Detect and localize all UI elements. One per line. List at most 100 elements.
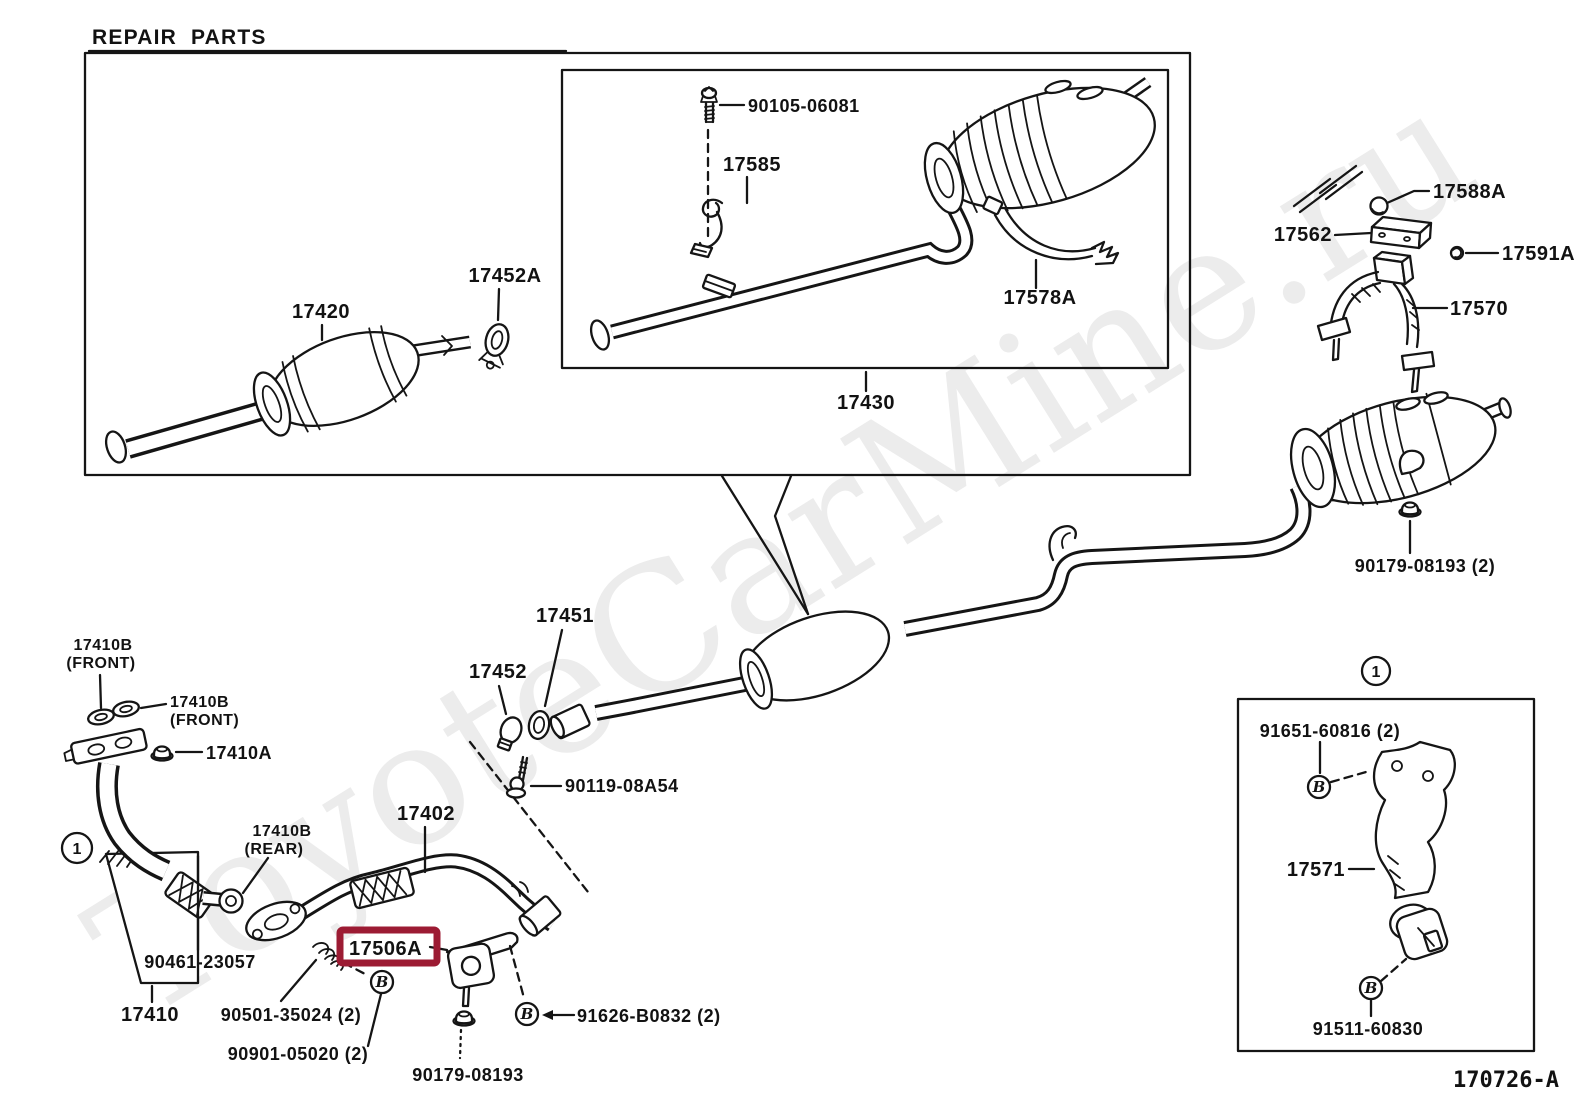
main-pipe-drawing: [594, 482, 1312, 721]
part-label-17410B[interactable]: 17410B: [252, 823, 311, 840]
part-label-90461-23057[interactable]: 90461-23057: [144, 952, 256, 972]
bolt-91626-callout[interactable]: 91626-B0832 (2): [542, 1006, 721, 1026]
bracket-17571-callout[interactable]: 17571: [1287, 859, 1376, 881]
part-label-90105-06081[interactable]: 90105-06081: [748, 96, 860, 116]
ref-symbol-b: B: [1312, 778, 1326, 796]
bracket-17570-callout[interactable]: 17570: [1411, 298, 1508, 320]
rear-muffler-nut-drawing: [1398, 501, 1422, 518]
part-label-17410A[interactable]: 17410A: [206, 743, 272, 763]
detail-box: [1236, 697, 1536, 1053]
tail-assembly-callout[interactable]: 17430: [837, 370, 895, 414]
part-label-17562[interactable]: 17562: [1274, 224, 1332, 246]
part-label-17506A[interactable]: 17506A: [349, 938, 422, 960]
part-label-17410[interactable]: 17410: [121, 1004, 179, 1026]
part-label-rear[interactable]: (REAR): [245, 841, 304, 858]
insulator-91511-callout[interactable]: 91511-60830: [1313, 998, 1424, 1039]
part-label-front[interactable]: (FRONT): [170, 712, 239, 729]
circled-b-1: B: [369, 969, 395, 995]
center-muffler-callout[interactable]: 17420: [292, 301, 350, 342]
nut-17410A-callout[interactable]: 17410A: [174, 743, 272, 763]
ref-symbol-b: B: [375, 973, 389, 991]
clip-17591A-callout[interactable]: 17591A: [1464, 243, 1575, 265]
part-label-91511-60830[interactable]: 91511-60830: [1313, 1019, 1424, 1039]
part-label-17451[interactable]: 17451: [536, 605, 594, 627]
part-label-17588A[interactable]: 17588A: [1433, 181, 1506, 203]
gasket-90461-callout[interactable]: 90461-23057: [144, 854, 256, 972]
front-pipe-17410-drawing: [63, 700, 244, 985]
circled-b-2: B: [514, 1001, 540, 1027]
resonator-drawing: [738, 610, 891, 710]
ref-symbol-1: 1: [73, 841, 82, 858]
b4-dashed: [1379, 957, 1408, 983]
bolt-90119-callout[interactable]: 90119-08A54: [529, 776, 679, 796]
part-label-17585[interactable]: 17585: [723, 154, 781, 176]
gasket-front-2-callout[interactable]: 17410B (FRONT): [139, 694, 239, 729]
part-label-17430[interactable]: 17430: [837, 392, 895, 414]
part-label-17452[interactable]: 17452: [469, 661, 527, 683]
part-label-17571[interactable]: 17571: [1287, 859, 1345, 881]
part-label-17591A[interactable]: 17591A: [1502, 243, 1575, 265]
stub-rod-drawing: [1292, 164, 1364, 214]
boxed-tail-muffler-drawing: [589, 77, 1156, 351]
slip-joint-drawing: [496, 703, 591, 752]
circled-b-4: B: [1358, 975, 1384, 1001]
bracket-nut-drawing: [452, 1010, 476, 1060]
circled-b-3: B: [1306, 774, 1332, 800]
cushion-17562-callout[interactable]: 17562: [1274, 224, 1373, 246]
gasket-rear-callout[interactable]: 17410B (REAR): [241, 823, 312, 895]
part-label-91626-B0832[interactable]: 91626-B0832 (2): [577, 1006, 721, 1026]
part-label-front[interactable]: (FRONT): [66, 655, 135, 672]
part-label-90179-08193[interactable]: 90179-08193: [412, 1065, 524, 1085]
bolt-90105-callout[interactable]: 90105-06081: [718, 96, 860, 116]
part-label-17410B[interactable]: 17410B: [73, 637, 132, 654]
part-label-90901-05020[interactable]: 90901-05020 (2): [228, 1044, 369, 1064]
ref-symbol-1: 1: [1372, 664, 1381, 681]
hanger-hook-17585-drawing: [689, 198, 724, 259]
support-17578A-callout[interactable]: 17578A: [1003, 258, 1076, 309]
gasket-17451-callout[interactable]: 17451: [536, 605, 594, 708]
clamp-17452A-drawing: [478, 323, 510, 370]
circled-1-front: 1: [60, 831, 94, 865]
bolt-90901-callout[interactable]: 90901-05020 (2): [228, 992, 383, 1064]
part-label-17452A[interactable]: 17452A: [468, 265, 541, 287]
spring-90501-drawing: [312, 942, 345, 971]
part-label-90119-08A54[interactable]: 90119-08A54: [565, 776, 679, 796]
diagram-code: 170726-A: [1453, 1068, 1559, 1093]
ref-symbol-b: B: [520, 1005, 534, 1023]
part-label-17402[interactable]: 17402: [397, 803, 455, 825]
circled-1-detail: 1: [1360, 655, 1392, 687]
box-to-pipe-leaders: [720, 474, 810, 616]
rear-nut-callout[interactable]: 90179-08193 (2): [1355, 519, 1496, 576]
highlight-box[interactable]: [336, 926, 441, 967]
grommet-17588A-callout[interactable]: 17588A: [1385, 181, 1506, 205]
gasket-front-1-callout[interactable]: 17410B (FRONT): [66, 637, 135, 710]
highlighted-part-callout[interactable]: 17506A: [336, 926, 449, 967]
pipe-17402-callout[interactable]: 17402: [397, 803, 455, 874]
part-label-17570[interactable]: 17570: [1450, 298, 1508, 320]
front-pipe-callout[interactable]: 17410: [121, 984, 179, 1026]
bolt-90119-drawing: [505, 755, 529, 799]
clamp-17452-callout[interactable]: 17452: [469, 661, 527, 716]
grommet-17588A-drawing: [1369, 196, 1389, 216]
flange-bolt-90105-drawing: [700, 86, 718, 239]
b3-dashed: [1329, 770, 1368, 784]
spring-90501-callout[interactable]: 90501-35024 (2): [221, 958, 362, 1025]
tailpipe-assembly-inner-box: [560, 68, 1170, 370]
part-label-91651-60816[interactable]: 91651-60816 (2): [1260, 721, 1401, 741]
part-label-17410B[interactable]: 17410B: [170, 694, 229, 711]
bolt-91651-callout[interactable]: 91651-60816 (2): [1260, 721, 1401, 775]
support-band-17578A-drawing: [982, 195, 1120, 266]
part-label-17578A[interactable]: 17578A: [1003, 287, 1076, 309]
part-label-90179-08193-2[interactable]: 90179-08193 (2): [1355, 556, 1496, 576]
insulator-91511-drawing: [1389, 903, 1449, 961]
bracket-to-b-dashed: [508, 944, 526, 1000]
repair-parts-outer-box: [83, 51, 1192, 477]
part-label-90501-35024[interactable]: 90501-35024 (2): [221, 1005, 362, 1025]
part-label-17420[interactable]: 17420: [292, 301, 350, 323]
clamp-17452A-callout[interactable]: 17452A: [468, 265, 541, 322]
hook-17585-callout[interactable]: 17585: [723, 154, 781, 205]
pipe-17402-drawing: [245, 853, 562, 942]
clip-17591A-drawing: [1449, 245, 1465, 261]
ref-symbol-b: B: [1364, 979, 1378, 997]
